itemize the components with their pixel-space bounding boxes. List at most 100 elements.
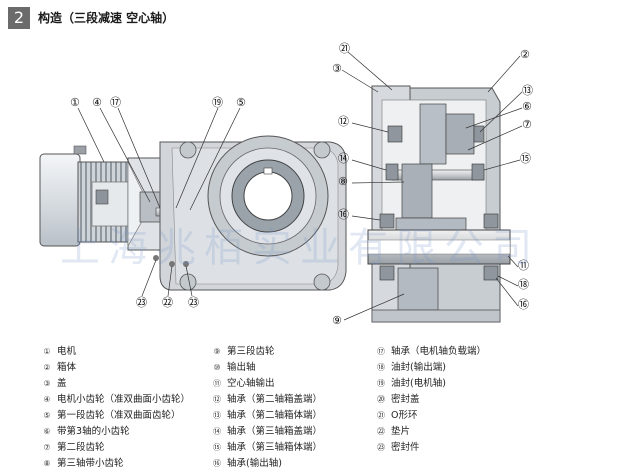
legend-item: ㉑ O形环 — [374, 408, 486, 424]
legend-item: ① 电机 — [40, 344, 190, 360]
legend-text: 垫片 — [391, 426, 411, 437]
legend-item: ⑧ 第三轴带小齿轮 — [40, 456, 190, 472]
legend-item: ⑲ 油封(电机轴) — [374, 376, 486, 392]
bolt-lug — [179, 141, 197, 159]
legend-number: ⑳ — [377, 395, 385, 404]
callout-21: ㉑ — [339, 42, 350, 55]
gearbox-structure-diagram: ㉑ ② ③ ⑬ ⑥ ⑦ ⑫ ⑭ ⑮ ⑧ ⑯ ⑪ ⑱ ⑯ ⑨ ① ④ ⑰ — [0, 32, 632, 342]
bottom-flange — [371, 309, 501, 323]
cross-section-view — [367, 85, 511, 323]
callout-7: ⑦ — [522, 118, 532, 131]
hollow-bore — [243, 171, 293, 221]
legend-text: 轴承（第二轴箱体端） — [227, 410, 323, 421]
legend-number: ㉓ — [377, 443, 385, 452]
callout-4: ④ — [92, 96, 102, 109]
callout-18-right: ⑱ — [518, 278, 529, 291]
callout-22: ㉒ — [162, 296, 173, 309]
legend-text: 油封(电机轴) — [391, 378, 446, 389]
legend-text: 密封盖 — [391, 394, 420, 405]
legend-number: ⑱ — [377, 363, 385, 372]
callout-1: ① — [70, 96, 80, 109]
legend-text: 盖 — [57, 378, 67, 389]
legend-number: ⑭ — [213, 427, 221, 436]
legend-text: 轴承（第三轴箱盖端） — [227, 426, 323, 437]
legend-item: ④ 电机小齿轮（准双曲面小齿轮） — [40, 392, 190, 408]
bearing-output-top-right — [483, 213, 499, 229]
legend-number: ③ — [43, 379, 51, 388]
legend-number: ㉑ — [377, 411, 385, 420]
keyway — [263, 167, 273, 175]
bearing-output-top-left — [379, 213, 395, 229]
legend-text: 输出轴 — [227, 362, 256, 373]
legend-text: 第三轴带小齿轮 — [57, 458, 124, 469]
legend-column-1: ① 电机 ② 箱体 ③ 盖 ④ 电机小齿轮（准双曲面小齿轮） ⑤ 第一段齿轮（准… — [40, 344, 190, 472]
legend-text: 轴承（第三轴箱体端） — [227, 442, 323, 453]
callout-11: ⑪ — [518, 259, 529, 272]
callout-17: ⑰ — [110, 96, 121, 109]
callout-23-left: ㉓ — [136, 296, 147, 309]
legend-number: ⑤ — [43, 411, 51, 420]
callout-12: ⑫ — [338, 115, 349, 128]
callout-3: ③ — [332, 62, 342, 75]
section-number-badge: 2 — [8, 7, 30, 29]
legend-number: ① — [43, 347, 51, 356]
legend-number: ⑫ — [213, 395, 221, 404]
bearing-output-bottom-right — [483, 265, 499, 281]
bolt-lug — [179, 273, 197, 291]
legend-text: 密封件 — [391, 442, 420, 453]
legend-item: ㉒ 垫片 — [374, 424, 486, 440]
third-stage-gear-bottom — [397, 267, 439, 311]
motor-end-cap — [39, 153, 81, 247]
legend-item: ⑩ 输出轴 — [210, 360, 322, 376]
callout-16a: ⑯ — [338, 208, 349, 221]
flange-cutaway — [127, 161, 151, 248]
legend-item: ㉓ 密封件 — [374, 440, 486, 456]
legend-number: ② — [43, 363, 51, 372]
legend-text: 轴承（电机轴负载端） — [391, 346, 487, 357]
legend-text: 轴承（第二轴箱盖端） — [227, 394, 323, 405]
legend-text: 第二段齿轮 — [57, 442, 105, 453]
legend-item: ⑥ 带第3轴的小齿轮 — [40, 424, 190, 440]
diagram-svg: ㉑ ② ③ ⑬ ⑥ ⑦ ⑫ ⑭ ⑮ ⑧ ⑯ ⑪ ⑱ ⑯ ⑨ ① ④ ⑰ — [39, 42, 533, 327]
callout-6: ⑥ — [522, 100, 532, 113]
callout-13: ⑬ — [522, 84, 533, 97]
legend-item: ② 箱体 — [40, 360, 190, 376]
legend-column-3: ⑰ 轴承（电机轴负载端） ⑱ 油封(输出端) ⑲ 油封(电机轴) ⑳ 密封盖 ㉑… — [374, 344, 486, 456]
callout-16b: ⑯ — [518, 298, 529, 311]
legend-item: ⑯ 轴承(输出轴) — [210, 456, 322, 472]
legend-number: ⑪ — [213, 379, 221, 388]
legend-number: ⑨ — [213, 347, 221, 356]
bearing-2nd-box — [473, 125, 485, 143]
legend-text: 带第3轴的小齿轮 — [57, 426, 130, 437]
legend-number: ⑰ — [377, 347, 385, 356]
bolt-lug — [313, 141, 331, 159]
legend-item: ⑮ 轴承（第三轴箱体端） — [210, 440, 322, 456]
callout-9: ⑨ — [332, 314, 342, 327]
legend-item: ③ 盖 — [40, 376, 190, 392]
legend-text: 电机 — [57, 346, 77, 357]
legend-column-2: ⑨ 第三段齿轮 ⑩ 输出轴 ⑪ 空心轴输出 ⑫ 轴承（第二轴箱盖端） ⑬ 轴承（… — [210, 344, 322, 472]
motor-pinion-housing — [139, 191, 161, 223]
legend-number: ⑩ — [213, 363, 221, 372]
legend-text: 空心轴输出 — [227, 378, 275, 389]
callout-15: ⑮ — [520, 152, 531, 165]
callout-5: ⑤ — [236, 96, 246, 109]
section-header: 2 构造（三段减速 空心轴） — [0, 0, 632, 32]
legend-number: ⑮ — [213, 443, 221, 452]
callout-2: ② — [520, 48, 530, 61]
legend-item: ⑤ 第一段齿轮（准双曲面齿轮） — [40, 408, 190, 424]
legend-text: 第三段齿轮 — [227, 346, 275, 357]
bearing-3rd-cover — [385, 163, 399, 181]
legend-item: ⑪ 空心轴输出 — [210, 376, 322, 392]
third-shaft-pinion-gear — [445, 113, 475, 155]
legend-number: ④ — [43, 395, 51, 404]
legend-item: ⑰ 轴承（电机轴负载端） — [374, 344, 486, 360]
seal-bolt — [153, 255, 159, 261]
bolt-lug — [313, 273, 331, 291]
seal-bolt — [169, 261, 175, 267]
legend-text: 轴承(输出轴) — [227, 458, 282, 469]
section-title: 构造（三段减速 空心轴） — [38, 11, 175, 25]
callout-14: ⑭ — [338, 152, 349, 165]
hollow-bore-section — [367, 239, 511, 255]
seal-bolt — [183, 261, 189, 267]
